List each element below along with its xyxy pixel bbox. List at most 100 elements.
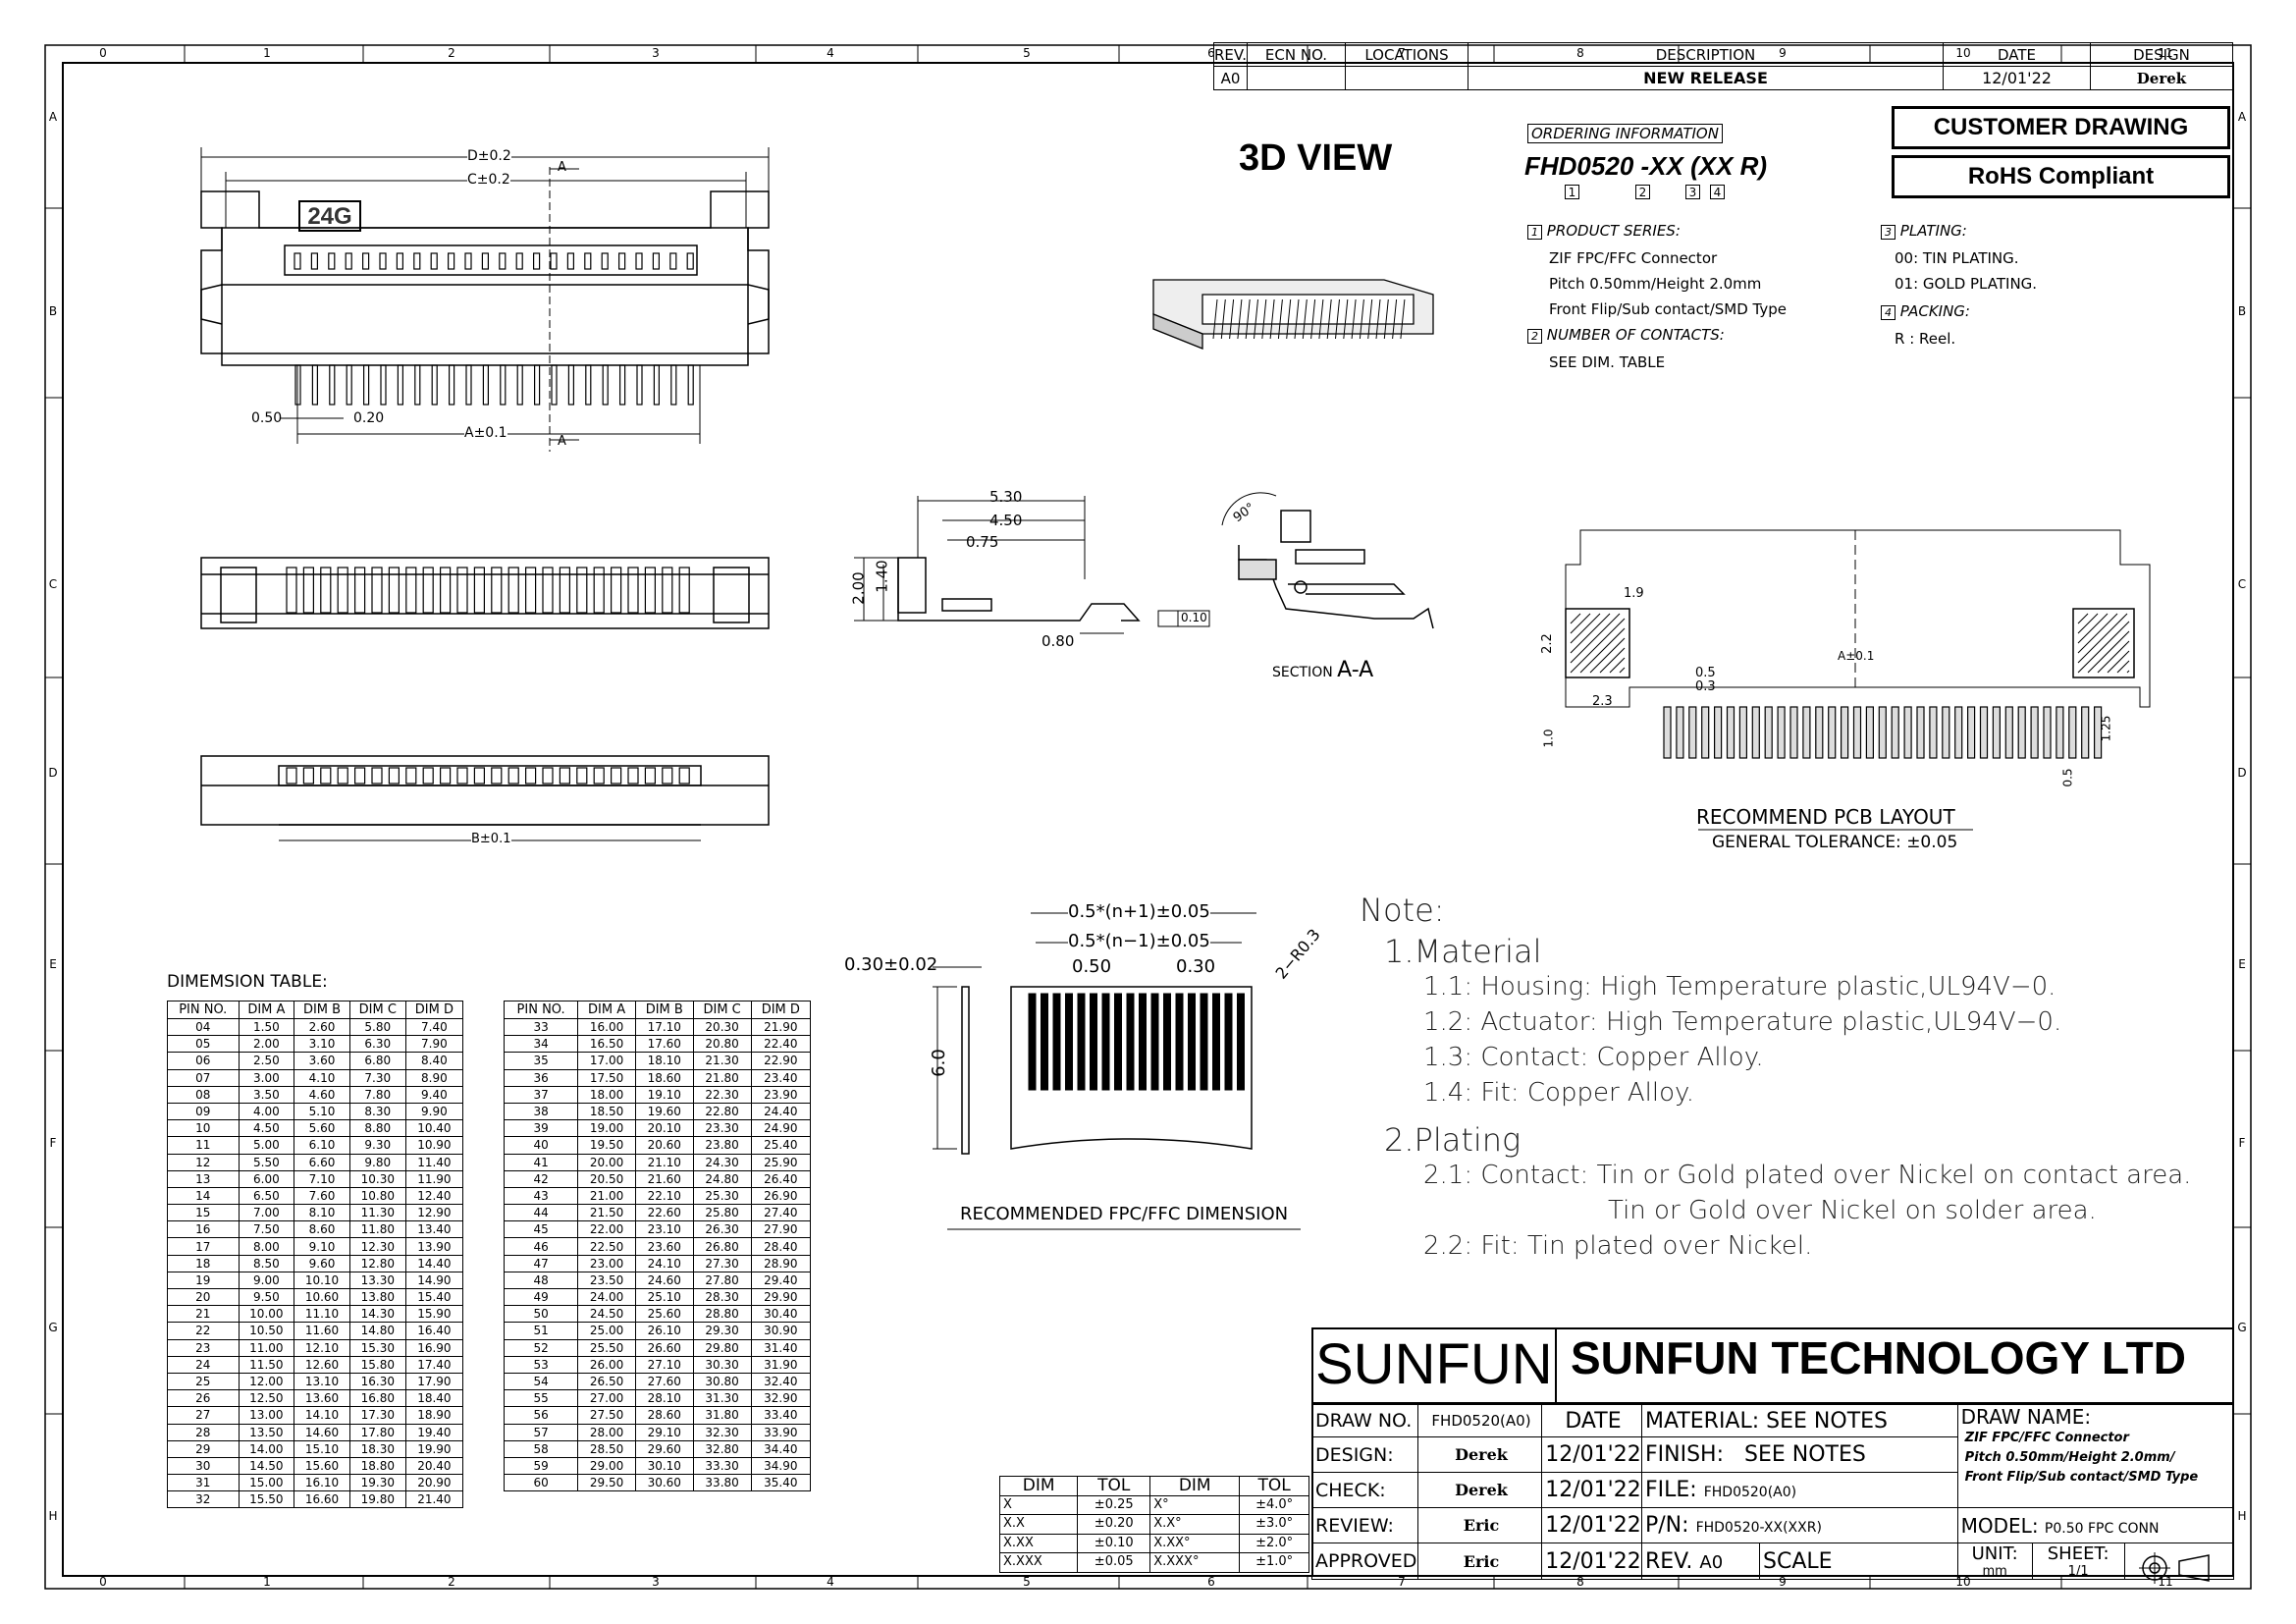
- table-cell: 11.80: [348, 1220, 406, 1239]
- table-cell: 35: [503, 1052, 579, 1070]
- zone-row-right: A: [2237, 110, 2247, 124]
- zone-row-left: E: [49, 957, 57, 971]
- note-heading: 2.Plating: [1384, 1121, 1522, 1159]
- bottom-contact: [678, 767, 690, 785]
- pcb-pad: [1903, 706, 1912, 759]
- contact-window: [379, 252, 387, 270]
- table-cell: 23.30: [692, 1119, 752, 1138]
- fpc-finger: [1077, 993, 1086, 1091]
- dim-d: D±0.2: [467, 148, 511, 164]
- table-cell: 23.50: [577, 1271, 636, 1290]
- approved-date: 12/01'22: [1541, 1543, 1642, 1580]
- zone-row-left: H: [48, 1509, 58, 1523]
- table-cell: 45: [503, 1220, 579, 1239]
- front-view-drawing: [200, 557, 770, 629]
- contact-window: [652, 252, 661, 270]
- front-contact: [422, 567, 434, 614]
- table-cell: 33.90: [750, 1423, 812, 1441]
- material-cell: MATERIAL: SEE NOTES: [1641, 1404, 1958, 1437]
- approved-label: APPROVED: [1311, 1543, 1418, 1580]
- front-contact: [354, 567, 366, 614]
- dim-table-header: DIM D: [404, 1001, 464, 1019]
- table-cell: 14.30: [348, 1305, 406, 1324]
- front-contact: [302, 567, 314, 614]
- bottom-contact: [627, 767, 639, 785]
- table-cell: 34.40: [750, 1439, 812, 1458]
- pcb-dim-0-5b: 0.5: [2060, 768, 2075, 787]
- table-cell: 07: [167, 1068, 240, 1087]
- locations-header: LOCATIONS: [1345, 42, 1468, 67]
- date-value: 12/01'22: [1943, 66, 2091, 90]
- table-cell: 22.90: [750, 1052, 812, 1070]
- contact-pin: [516, 364, 523, 406]
- table-cell: 8.00: [238, 1237, 295, 1256]
- pcb-pad: [1764, 706, 1773, 759]
- contact-window: [310, 252, 318, 270]
- contact-pin: [465, 364, 472, 406]
- fpc-dim-7: 6.0: [928, 1049, 949, 1077]
- table-cell: 7.60: [294, 1186, 350, 1206]
- fpc-finger: [1114, 993, 1122, 1091]
- table-cell: 20.40: [404, 1456, 464, 1476]
- table-cell: 49: [503, 1287, 579, 1307]
- tolerance-cell: X.X°: [1149, 1514, 1241, 1535]
- table-cell: 14.10: [294, 1406, 350, 1425]
- table-cell: 34: [503, 1035, 579, 1054]
- front-contact: [507, 567, 519, 614]
- contact-pin: [449, 364, 455, 406]
- table-cell: 7.40: [404, 1017, 464, 1037]
- table-cell: 16.30: [348, 1372, 406, 1391]
- 3d-contact: [1359, 298, 1364, 340]
- table-cell: 46: [503, 1237, 579, 1256]
- design-header: DESIGN: [2090, 42, 2233, 67]
- bottom-contact: [440, 767, 452, 785]
- table-cell: 20.00: [577, 1153, 636, 1171]
- table-cell: 29.50: [577, 1474, 636, 1492]
- table-cell: 60: [503, 1474, 579, 1492]
- table-cell: 19.40: [404, 1423, 464, 1441]
- table-cell: 30.30: [692, 1355, 752, 1374]
- table-cell: 7.10: [294, 1169, 350, 1188]
- table-cell: 21.80: [692, 1068, 752, 1087]
- review-date: 12/01'22: [1541, 1507, 1642, 1543]
- pcb-dim-2-3: 2.3: [1592, 694, 1613, 709]
- front-contact: [286, 567, 297, 614]
- table-cell: 8.40: [404, 1052, 464, 1070]
- table-cell: 13.10: [294, 1372, 350, 1391]
- table-cell: 13: [167, 1169, 240, 1188]
- pcb-general-tolerance: GENERAL TOLERANCE: ±0.05: [1712, 833, 1958, 852]
- table-cell: 05: [167, 1035, 240, 1054]
- table-cell: 13.90: [404, 1237, 464, 1256]
- zone-col-top: 6: [1207, 46, 1215, 60]
- fpc-finger: [1065, 993, 1073, 1091]
- table-cell: 08: [167, 1085, 240, 1104]
- zone-row-right: H: [2237, 1509, 2247, 1523]
- front-contact: [405, 567, 417, 614]
- table-cell: 17.90: [404, 1372, 464, 1391]
- table-cell: 8.90: [404, 1068, 464, 1087]
- table-cell: 10.10: [294, 1271, 350, 1290]
- finish-cell: FINISH: SEE NOTES: [1641, 1436, 1958, 1473]
- table-cell: 9.50: [238, 1287, 295, 1307]
- pcb-hatch-line: [1570, 613, 1581, 624]
- dim-4-50: 4.50: [989, 512, 1023, 529]
- table-cell: 3.00: [238, 1068, 295, 1087]
- contact-pin: [533, 364, 541, 406]
- marker-1: 1: [1565, 185, 1579, 199]
- table-cell: 39: [503, 1119, 579, 1138]
- contact-pin: [567, 364, 575, 406]
- table-cell: 22.40: [750, 1035, 812, 1054]
- pcb-hatch-line: [1619, 667, 1626, 674]
- pcb-hatch-line: [2077, 613, 2109, 644]
- table-cell: 6.10: [294, 1136, 350, 1155]
- table-cell: 10.90: [404, 1136, 464, 1155]
